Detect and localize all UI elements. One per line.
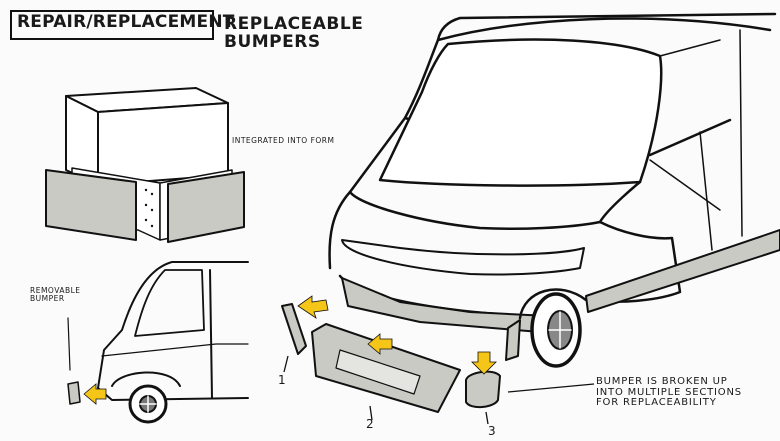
title-frame [10,10,214,40]
arrow-left-small-icon [83,383,107,405]
arrow-left-part1-icon [297,295,329,319]
part-label-1: 1 [278,373,286,387]
bumper-part-1 [281,303,307,355]
note-removable-bumper: REMOVABLE BUMPER [30,286,81,303]
small-van-illustration [67,261,249,424]
bumper-part-2 [311,323,461,413]
bumper-part-3 [465,370,501,408]
part-label-3: 3 [488,424,496,438]
arrow-left-part2-icon [367,333,393,355]
large-van-illustration [328,12,780,368]
page-subtitle: REPLACEABLE BUMPERS [224,14,364,52]
note-multiple-sections: BUMPER IS BROKEN UP INTO MULTIPLE SECTIO… [596,376,742,408]
page-title: REPAIR/REPLACEMENT [17,12,235,32]
arrow-down-part3-icon [471,351,497,375]
block-illustration [45,87,245,243]
note-integrated-into-form: INTEGRATED INTO FORM [232,136,335,145]
pointer-lines [283,355,595,425]
part-label-2: 2 [366,417,374,431]
